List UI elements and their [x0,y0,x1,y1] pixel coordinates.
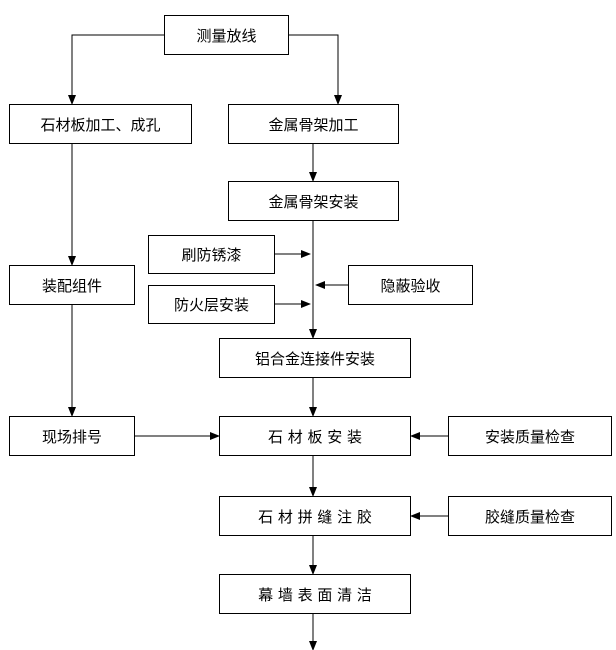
arrow-survey-to-frame-processing [289,34,342,105]
node-glue-quality-check: 胶缝质量检查 [448,496,612,536]
node-install-quality-check-label: 安装质量检查 [484,427,575,446]
node-stone-install-label: 石 材 板 安 装 [267,427,363,446]
node-hidden-acceptance-label: 隐蔽验收 [380,276,441,295]
node-survey: 测量放线 [164,15,289,55]
node-connector-install: 铝合金连接件安装 [219,338,411,378]
node-assembly: 装配组件 [9,265,135,305]
node-rust-paint-label: 刷防锈漆 [181,246,242,264]
node-survey-label: 测量放线 [196,26,257,45]
node-frame-processing: 金属骨架加工 [228,104,399,144]
arrow-survey-to-stone-processing [68,34,164,105]
node-joint-glue-label: 石 材 拼 缝 注 胶 [258,507,372,526]
node-connector-install-label: 铝合金连接件安装 [254,349,375,368]
node-joint-glue: 石 材 拼 缝 注 胶 [219,496,411,536]
node-numbering: 现场排号 [9,416,135,456]
node-frame-install-label: 金属骨架安装 [268,192,359,211]
node-glue-quality-check-label: 胶缝质量检查 [484,507,575,526]
node-frame-processing-label: 金属骨架加工 [268,115,359,134]
node-surface-cleaning: 幕 墙 表 面 清 洁 [219,574,411,614]
node-rust-paint: 刷防锈漆 [148,235,275,274]
node-hidden-acceptance: 隐蔽验收 [348,265,473,305]
node-numbering-label: 现场排号 [41,427,102,446]
node-surface-cleaning-label: 幕 墙 表 面 清 洁 [258,585,372,604]
node-fireproof-install: 防火层安装 [148,285,275,324]
node-stone-processing-label: 石材板加工、成孔 [40,115,161,134]
node-assembly-label: 装配组件 [41,276,102,295]
node-stone-install: 石 材 板 安 装 [219,416,411,456]
node-stone-processing: 石材板加工、成孔 [9,104,192,144]
node-install-quality-check: 安装质量检查 [448,416,612,456]
node-frame-install: 金属骨架安装 [228,181,399,221]
node-fireproof-install-label: 防火层安装 [173,296,249,314]
